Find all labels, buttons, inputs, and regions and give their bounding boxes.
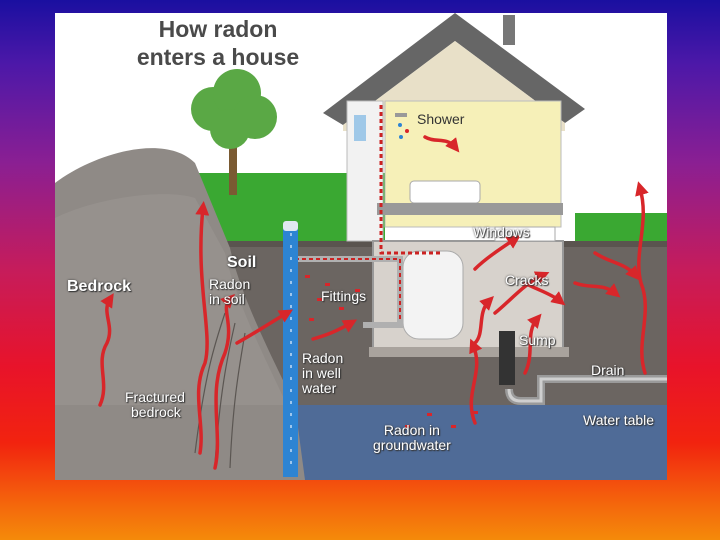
tree-trunk <box>229 133 237 195</box>
label-windows: Windows <box>473 224 530 240</box>
label-radon-in-soil: Radon in soil <box>209 276 251 307</box>
label-sump: Sump <box>519 332 556 348</box>
radon-arrows <box>98 135 649 470</box>
tree-canopy <box>191 69 277 149</box>
radon-particles <box>305 275 478 428</box>
radon-diagram: How radon enters a house Shower Windows … <box>55 13 667 480</box>
label-drain: Drain <box>591 362 625 378</box>
label-fittings: Fittings <box>321 288 367 304</box>
label-shower: Shower <box>417 111 465 127</box>
label-soil: Soil <box>227 254 257 271</box>
label-cracks: Cracks <box>505 272 549 288</box>
label-radon-in-groundwater: Radon in groundwater <box>373 422 451 453</box>
title-line-1: How radon <box>158 16 278 42</box>
diagram-illustration <box>55 13 667 480</box>
label-water-table: Water table <box>583 412 655 428</box>
title-line-2: enters a house <box>136 44 300 70</box>
label-fractured-bedrock: Fractured bedrock <box>125 389 185 420</box>
sump-pit <box>499 331 515 385</box>
label-bedrock: Bedrock <box>67 278 132 295</box>
grass-right <box>575 213 667 245</box>
shower-head <box>395 113 409 139</box>
diagram-title: How radon enters a house <box>113 15 323 71</box>
label-radon-in-well-water: Radon in well water <box>302 350 344 396</box>
